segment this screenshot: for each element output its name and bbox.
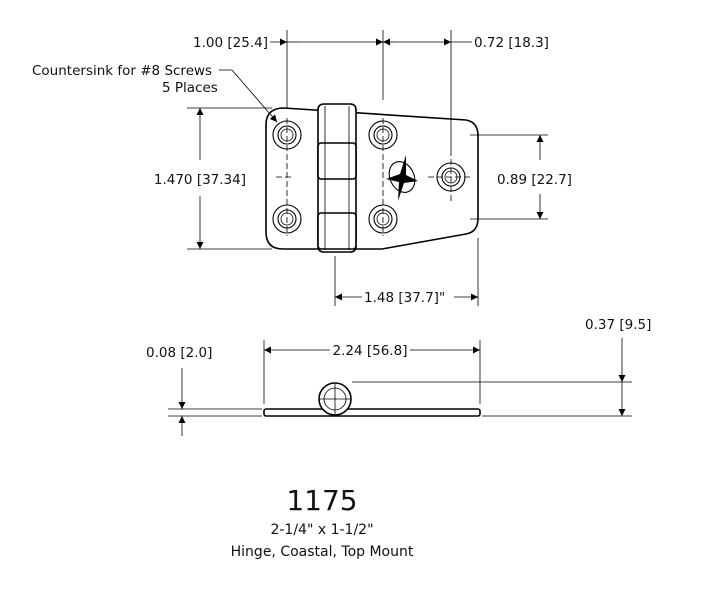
callout-line-2: 5 Places — [162, 80, 218, 96]
dimension-label: 0.89 [22.7] — [497, 172, 572, 188]
part-description: Hinge, Coastal, Top Mount — [231, 544, 414, 560]
title-block: 1175 2-1/4" x 1-1/2" Hinge, Coastal, Top… — [231, 484, 414, 560]
dimension-top-left-width: 1.00 [25.4] — [193, 35, 383, 51]
extension-lines-top — [187, 30, 548, 306]
side-view — [263, 382, 481, 417]
dimension-label: 2.24 [56.8] — [333, 343, 408, 359]
dimension-label: 0.72 [18.3] — [474, 35, 549, 51]
dimension-bottom-width: 1.48 [37.7]" — [335, 290, 478, 306]
dimension-label: 1.00 [25.4] — [193, 35, 268, 51]
dimension-height-right: 0.89 [22.7] — [497, 135, 572, 219]
dimension-label: 1.48 [37.7]" — [364, 290, 445, 306]
countersink-callout: Countersink for #8 Screws 5 Places — [32, 63, 278, 123]
dimension-label: 0.37 [9.5] — [585, 317, 651, 333]
hinge-knuckle — [317, 103, 357, 253]
top-view — [265, 103, 479, 253]
dimension-top-right-width: 0.72 [18.3] — [383, 35, 549, 51]
part-size: 2-1/4" x 1-1/2" — [270, 522, 373, 538]
dimension-overall-length: 2.24 [56.8] — [264, 343, 480, 359]
dimension-height-left: 1.470 [37.34] — [154, 108, 246, 249]
dimension-label: 0.08 [2.0] — [146, 345, 212, 361]
dimension-label: 1.470 [37.34] — [154, 172, 246, 188]
dimension-thickness: 0.08 [2.0] — [146, 345, 212, 436]
star-logo-icon — [386, 155, 418, 201]
part-number: 1175 — [286, 484, 357, 517]
callout-line-1: Countersink for #8 Screws — [32, 63, 212, 79]
extension-lines-side — [168, 340, 632, 417]
dimension-overall-height: 0.37 [9.5] — [585, 317, 651, 416]
